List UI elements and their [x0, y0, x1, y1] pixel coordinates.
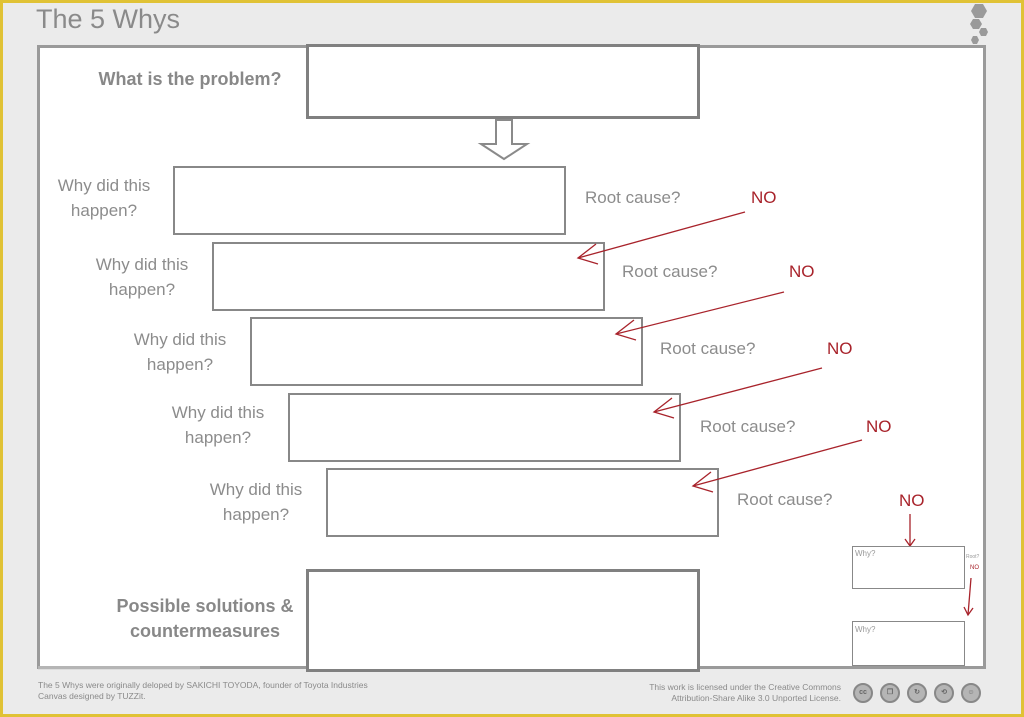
- credit-line-1: The 5 Whys were originally deloped by SA…: [38, 680, 368, 690]
- why-box-2[interactable]: [212, 242, 605, 311]
- why-box-5[interactable]: [326, 468, 719, 537]
- root-cause-label-1: Root cause?: [585, 188, 681, 207]
- why-question-2: Why did this happen?: [95, 255, 189, 299]
- attribution-icon[interactable]: ☺: [961, 683, 981, 703]
- mini-why-box-1[interactable]: [852, 546, 965, 589]
- why-question-1: Why did this happen?: [57, 176, 151, 220]
- root-cause-label-2: Root cause?: [622, 262, 718, 281]
- root-cause-label-5: Root cause?: [737, 490, 833, 509]
- share-alike-icon[interactable]: ⟲: [934, 683, 954, 703]
- mini-no-label: NO: [970, 565, 979, 571]
- why-question-4: Why did this happen?: [171, 403, 265, 447]
- mini-root-label: Root?: [966, 554, 980, 560]
- mini-why-label-1: Why?: [855, 549, 876, 558]
- footer-credits: The 5 Whys were originally deloped by SA…: [38, 680, 368, 702]
- footer-license: This work is licensed under the Creative…: [649, 682, 841, 704]
- problem-box[interactable]: [306, 44, 700, 119]
- copy-icon[interactable]: ❐: [880, 683, 900, 703]
- problem-label: What is the problem?: [98, 69, 282, 89]
- no-label-2: NO: [789, 262, 815, 281]
- feedback-arrow-1: [577, 211, 746, 259]
- feedback-arrow-3: [653, 367, 823, 413]
- why-question-5: Why did this happen?: [209, 480, 303, 524]
- no-label-5: NO: [899, 491, 925, 510]
- watermark-strip: [38, 666, 200, 670]
- feedback-arrow-6: [967, 577, 972, 616]
- cc-icon[interactable]: cc: [853, 683, 873, 703]
- credit-line-2: Canvas designed by TUZZit.: [38, 691, 146, 701]
- feedback-arrow-2: [615, 291, 785, 335]
- why-question-3: Why did this happen?: [133, 330, 227, 374]
- license-line-1: This work is licensed under the Creative…: [649, 682, 841, 692]
- license-line-2: Attribution-Share Alike 3.0 Unported Lic…: [671, 693, 841, 703]
- remix-icon[interactable]: ↻: [907, 683, 927, 703]
- no-label-1: NO: [751, 188, 777, 207]
- solutions-box[interactable]: [306, 569, 700, 672]
- solutions-label: Possible solutions & countermeasures: [116, 596, 294, 641]
- hexagon-logo-icon: [970, 4, 988, 44]
- feedback-arrow-4: [692, 439, 863, 487]
- no-label-4: NO: [866, 417, 892, 436]
- mini-why-box-2[interactable]: [852, 621, 965, 666]
- why-box-1[interactable]: [173, 166, 566, 235]
- no-label-3: NO: [827, 339, 853, 358]
- page-title: The 5 Whys: [36, 4, 181, 34]
- mini-why-label-2: Why?: [855, 625, 876, 634]
- why-box-4[interactable]: [288, 393, 681, 462]
- why-box-3[interactable]: [250, 317, 643, 386]
- root-cause-label-4: Root cause?: [700, 417, 796, 436]
- root-cause-label-3: Root cause?: [660, 339, 756, 358]
